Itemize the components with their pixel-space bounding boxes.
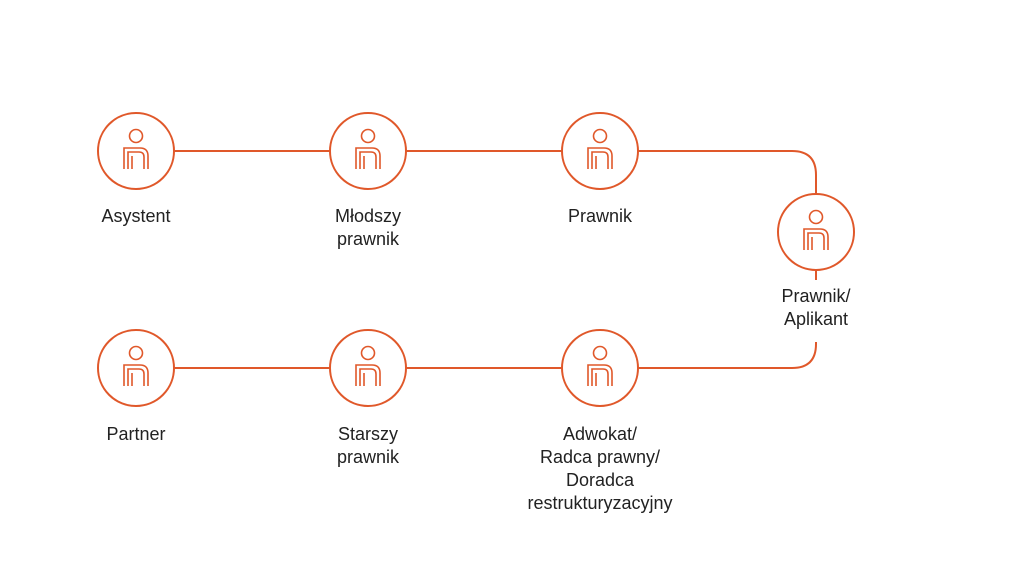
career-node-prawnik-aplikant — [777, 193, 855, 271]
node-label-line: Prawnik — [567, 206, 633, 226]
connector-lines — [174, 150, 817, 369]
person-icon — [355, 128, 381, 169]
node-label-prawnik: Prawnik — [568, 205, 632, 228]
node-label-line: Asystent — [101, 206, 171, 226]
node-circle — [777, 193, 855, 271]
node-label-prawnik-aplikant: Prawnik/Aplikant — [781, 285, 850, 331]
node-label-line: Prawnik/ — [781, 286, 851, 306]
node-label-line: prawnik — [336, 447, 400, 467]
node-circle — [329, 112, 407, 190]
node-label-asystent: Asystent — [101, 205, 170, 228]
node-circle — [561, 329, 639, 407]
node-circle — [329, 329, 407, 407]
person-icon — [123, 128, 149, 169]
node-label-line: restrukturyzacyjny — [527, 493, 673, 513]
node-label-line: Adwokat/ — [562, 424, 638, 444]
node-label-line: Młodszy — [334, 206, 402, 226]
node-label-line: Aplikant — [783, 309, 849, 329]
node-label-adwokat: Adwokat/Radca prawny/Doradca restrukturyz… — [527, 423, 672, 515]
person-icon — [123, 345, 149, 386]
connector-line — [638, 342, 817, 369]
career-nodes — [97, 112, 855, 407]
person-icon — [355, 345, 381, 386]
career-node-prawnik — [561, 112, 639, 190]
node-label-line: prawnik — [336, 229, 400, 249]
node-label-line: Starszy — [337, 424, 398, 444]
connector-line — [638, 150, 817, 194]
node-label-line: Radca prawny/ — [539, 447, 661, 467]
career-node-mlodszy-prawnik — [329, 112, 407, 190]
node-circle — [561, 112, 639, 190]
person-icon — [587, 128, 613, 169]
node-circle — [97, 112, 175, 190]
career-node-asystent — [97, 112, 175, 190]
person-icon — [587, 345, 613, 386]
career-node-starszy-prawnik — [329, 329, 407, 407]
node-label-partner: Partner — [106, 423, 165, 446]
node-label-line: Doradca — [565, 470, 635, 490]
node-label-starszy-prawnik: Starszy prawnik — [337, 423, 399, 469]
career-node-adwokat — [561, 329, 639, 407]
career-node-partner — [97, 329, 175, 407]
person-icon — [803, 209, 829, 250]
node-label-line: Partner — [106, 424, 166, 444]
node-label-mlodszy-prawnik: Młodszy prawnik — [335, 205, 401, 251]
node-circle — [97, 329, 175, 407]
